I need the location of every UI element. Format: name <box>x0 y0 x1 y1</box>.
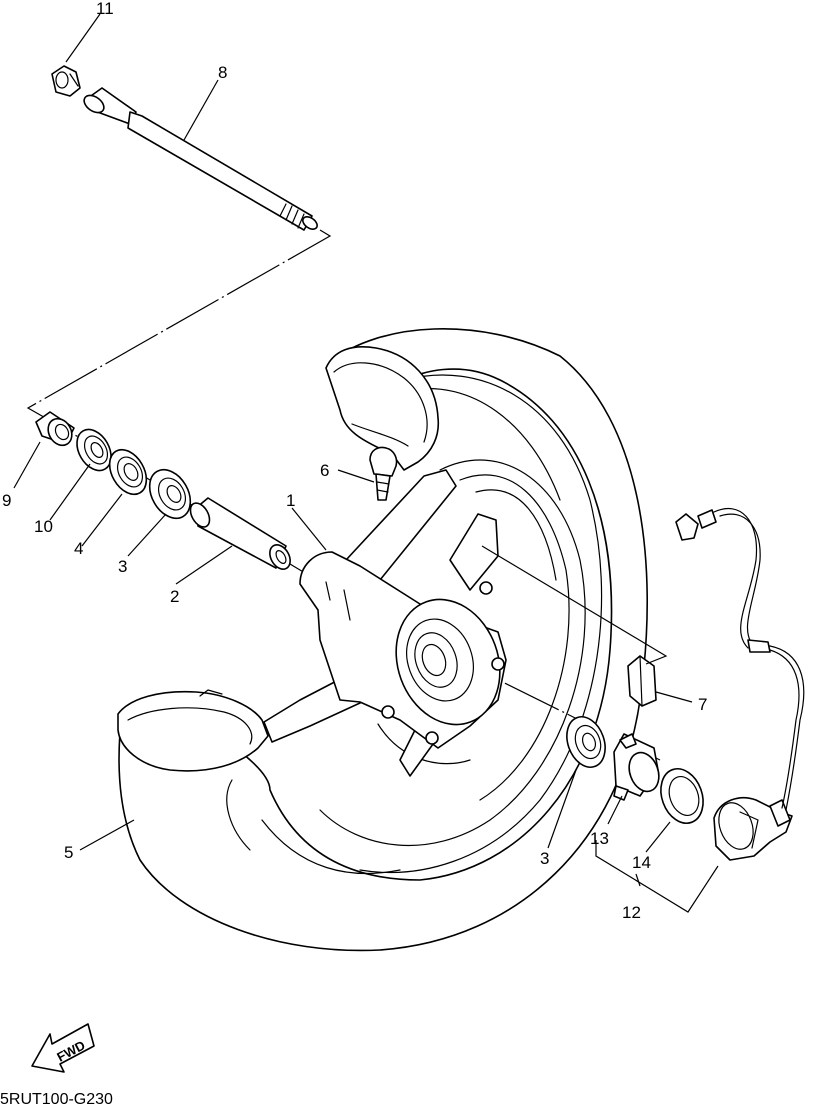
axle-nut-11 <box>51 65 81 97</box>
callout-14: 14 <box>632 853 651 872</box>
cast-wheel-1 <box>263 459 586 846</box>
callout-labels: 11 8 1 6 9 10 4 3 2 7 5 3 13 14 12 <box>2 0 707 922</box>
callout-3-right: 3 <box>540 849 549 868</box>
meter-clutch-13 <box>613 733 660 801</box>
callout-3-left: 3 <box>118 557 127 576</box>
oil-seal-10 <box>76 428 112 472</box>
spacer-2 <box>189 497 291 570</box>
callout-11: 11 <box>96 0 114 18</box>
leader-lines <box>13 13 719 913</box>
diagram-code: 5RUT100-G230 <box>0 1091 113 1106</box>
callout-4: 4 <box>74 539 83 558</box>
weight-reference-line <box>481 545 668 665</box>
callout-7: 7 <box>698 695 707 714</box>
callout-5: 5 <box>64 843 73 862</box>
valve-stem-6 <box>369 446 398 501</box>
oil-seal-14 <box>660 768 704 824</box>
speedometer-cable <box>675 507 805 811</box>
spacer-9 <box>35 411 75 447</box>
callout-2: 2 <box>170 587 179 606</box>
callout-10: 10 <box>34 517 53 536</box>
tire-5 <box>118 328 648 952</box>
forward-direction-arrow: FWD <box>31 1023 95 1073</box>
callout-8: 8 <box>218 63 227 82</box>
callout-6: 6 <box>320 461 329 480</box>
callout-1: 1 <box>286 491 295 510</box>
callout-13: 13 <box>590 829 609 848</box>
callout-9: 9 <box>2 491 11 510</box>
callout-12: 12 <box>622 903 641 922</box>
bearing-4 <box>108 448 148 496</box>
bearing-3-right <box>566 716 606 768</box>
wheel-axle-8 <box>83 87 318 231</box>
balance-weight-7 <box>627 655 657 707</box>
tire-section-bottom <box>117 689 269 772</box>
bearing-3-left <box>148 468 192 520</box>
tire-section-top <box>325 346 440 471</box>
speedometer-gear-unit-12 <box>713 796 793 861</box>
